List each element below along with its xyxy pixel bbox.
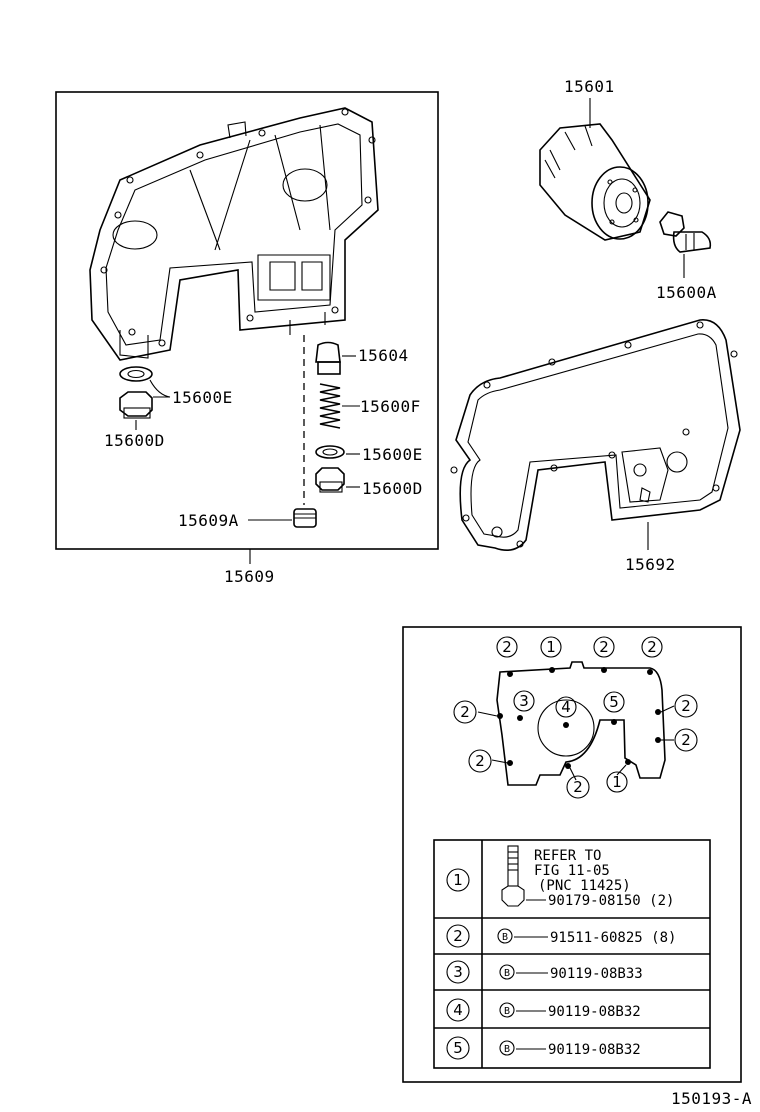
plug-15600D-left [119,391,153,430]
svg-text:2: 2 [573,778,583,796]
row-key: 2 [453,927,463,945]
callout-inner-5: 5 [603,691,625,713]
svg-text:4: 4 [561,698,571,716]
svg-text:1: 1 [612,773,622,791]
table-row: 5 B 90119-08B32 [446,1036,641,1060]
table-row: 4 B 90119-08B32 [446,998,641,1022]
svg-text:2: 2 [681,731,691,749]
plug-15609A [248,508,317,528]
svg-text:2: 2 [460,703,470,721]
svg-text:3: 3 [519,692,529,710]
oil-cover-housing [89,107,379,361]
stud-bolt-icon [501,845,546,907]
svg-text:2: 2 [599,638,609,656]
callout-inner-4: 4 [555,696,577,718]
table-row: 2 B 91511-60825 (8) [446,924,676,948]
svg-text:FIG 11-05: FIG 11-05 [534,863,610,879]
label-15609: 15609 [224,567,275,586]
label-15600D-right: 15600D [362,479,423,498]
washer-15600E-right [315,445,360,459]
svg-text:B: B [502,932,508,943]
row-key: 3 [453,963,463,981]
label-15600A: 15600A [656,283,717,302]
callout-right-upper: 2 [674,694,698,718]
part-number: 90119-08B33 [550,966,643,982]
callout-top-4: 2 [641,636,663,658]
callout-top-3: 2 [593,636,615,658]
callout-left-upper: 2 [453,700,477,724]
gasket-15692 [450,319,741,551]
union-15600A [659,211,712,278]
part-number: 90119-08B32 [548,1004,641,1020]
washer-15600E-left [119,366,171,398]
callout-bottom-right: 1 [606,771,628,793]
bolt-badge-icon [499,1002,515,1018]
label-15600D-left: 15600D [104,431,165,450]
part-number: 90119-08B32 [548,1042,641,1058]
label-15600E-right: 15600E [362,445,423,464]
callout-left-lower: 2 [468,749,492,773]
svg-text:1: 1 [546,638,556,656]
callout-bottom-mid: 2 [566,775,590,799]
plug-15600D-right [315,467,360,493]
row-key: 1 [453,871,463,889]
svg-text:2: 2 [475,752,485,770]
bolt-layout-frame [402,626,742,1083]
bolt-badge-icon [499,964,515,980]
label-15609A: 15609A [178,511,239,530]
oil-filter-15601 [539,123,651,241]
svg-text:B: B [504,1006,510,1017]
svg-text:2: 2 [647,638,657,656]
assembly-frame [55,91,439,550]
callout-top-1: 2 [496,636,518,658]
bolt-table [433,839,711,1069]
row-key: 4 [453,1001,463,1019]
svg-text:2: 2 [502,638,512,656]
label-15600E-left: 15600E [172,388,233,407]
spring-15600F [319,383,360,429]
svg-text:(PNC 11425): (PNC 11425) [538,878,631,894]
svg-text:REFER TO: REFER TO [534,848,601,864]
label-15601: 15601 [564,77,615,96]
part-number: 91511-60825 (8) [550,930,676,946]
bolt-badge-icon [499,1040,515,1056]
label-15600F: 15600F [360,397,421,416]
table-row: 3 B 90119-08B33 [446,960,643,984]
callout-right-lower: 2 [674,728,698,752]
svg-text:B: B [504,1044,510,1055]
figure-code: 150193-A [671,1089,752,1108]
callout-inner-3: 3 [513,690,535,712]
row-key: 5 [453,1039,463,1057]
table-row: 1 REFER TO FIG 11-05 (PNC 11425) 90179-0… [446,845,674,909]
svg-text:B: B [504,968,510,979]
svg-text:2: 2 [681,697,691,715]
bolt-plate-outline [477,661,675,786]
bolt-badge-icon [497,928,513,944]
part-number: 90179-08150 (2) [548,893,674,909]
callout-top-2: 1 [540,636,562,658]
svg-text:5: 5 [609,693,619,711]
relief-valve-15604 [315,341,356,375]
label-15692: 15692 [625,555,676,574]
label-15604: 15604 [358,346,409,365]
